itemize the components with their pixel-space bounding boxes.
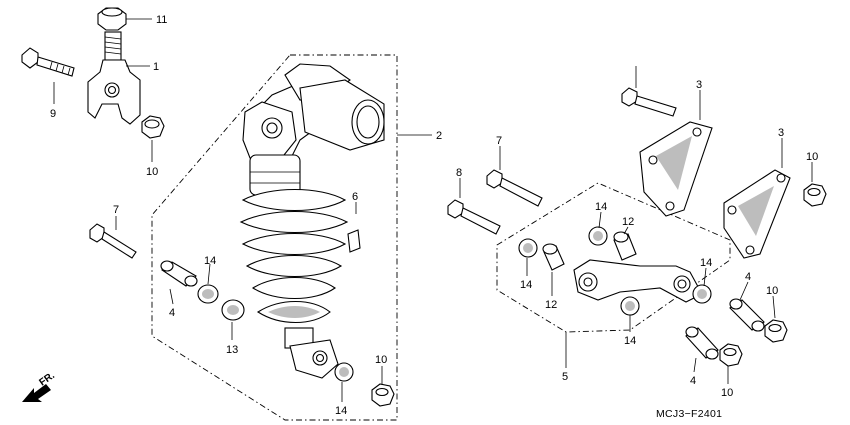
- cushion-arm-part-5: [573, 259, 703, 303]
- bolt-part-9: [21, 47, 75, 77]
- bearing-part-14-link-left: [518, 238, 538, 258]
- nut-part-10-upper: [141, 115, 165, 139]
- callout-6: 6: [352, 191, 358, 203]
- bearing-part-14-left: [197, 284, 219, 304]
- nut-part-11: [97, 7, 127, 31]
- callout-14-left: 14: [204, 255, 216, 267]
- bearing-part-14-link-top: [588, 226, 608, 246]
- callout-10-upper: 10: [146, 166, 158, 178]
- callout-4-left: 4: [169, 307, 175, 319]
- bolt-part-7-right: [486, 169, 543, 207]
- callout-13: 13: [226, 344, 238, 356]
- collar-part-13: [221, 299, 245, 321]
- callout-4-right-upper: 4: [745, 271, 751, 283]
- callout-8: 8: [456, 167, 462, 179]
- callout-3-upper: 3: [696, 79, 702, 91]
- callout-7-right: 7: [496, 135, 502, 147]
- collar-part-4-left: [160, 260, 198, 287]
- label-part-6: [347, 229, 361, 253]
- callout-10-bottom-left: 10: [375, 354, 387, 366]
- callout-10-right: 10: [806, 151, 818, 163]
- callout-14-link-right: 14: [700, 257, 712, 269]
- front-direction-arrow-icon: [22, 384, 51, 402]
- nut-part-10-right: [803, 183, 827, 207]
- shock-absorber-part-2: [239, 63, 385, 379]
- callout-14-bottom: 14: [335, 405, 347, 417]
- bolt-part-7-top: [621, 87, 677, 117]
- collar-part-4-right-lower: [685, 326, 719, 360]
- leader-lines: [53, 18, 813, 402]
- bolt-part-8: [447, 199, 501, 235]
- bearing-part-14-link-bottom: [620, 296, 640, 316]
- collar-part-12-left: [542, 243, 565, 271]
- callout-14-link-bottom: 14: [624, 335, 636, 347]
- callout-14-link-top: 14: [595, 201, 607, 213]
- plate-part-3-upper: [639, 121, 713, 217]
- nut-part-10-right-upper: [764, 319, 788, 343]
- nut-part-10-right-lower: [719, 343, 743, 367]
- callout-11: 11: [156, 14, 167, 26]
- callout-12-left: 12: [545, 299, 557, 311]
- figure-code: MCJ3−F2401: [656, 408, 722, 420]
- callout-1: 1: [153, 61, 159, 73]
- shock-absorber-outline: [151, 54, 398, 421]
- callout-5: 5: [562, 371, 568, 383]
- linkage-assembly-outline: [496, 182, 731, 333]
- direction-label: FR.: [37, 370, 57, 388]
- callout-7-left: 7: [113, 204, 119, 216]
- callout-10-right-upper: 10: [766, 285, 778, 297]
- bearing-part-14-link-right: [692, 284, 712, 304]
- callout-3-lower: 3: [778, 127, 784, 139]
- bolt-part-7-left: [89, 223, 137, 259]
- bearing-part-14-bottom: [334, 362, 354, 382]
- collar-part-12-right: [613, 231, 637, 261]
- nut-part-10-bottom-left: [371, 383, 395, 407]
- callout-9: 9: [50, 108, 56, 120]
- callout-4-right-lower: 4: [690, 375, 696, 387]
- plate-part-3-lower: [723, 169, 791, 259]
- callout-2: 2: [436, 130, 442, 142]
- upper-joint-part-1: [87, 31, 141, 125]
- callout-14-link-left: 14: [520, 279, 532, 291]
- callout-12-right: 12: [622, 216, 634, 228]
- callout-10-right-lower: 10: [721, 387, 733, 399]
- collar-part-4-right-upper: [729, 298, 765, 332]
